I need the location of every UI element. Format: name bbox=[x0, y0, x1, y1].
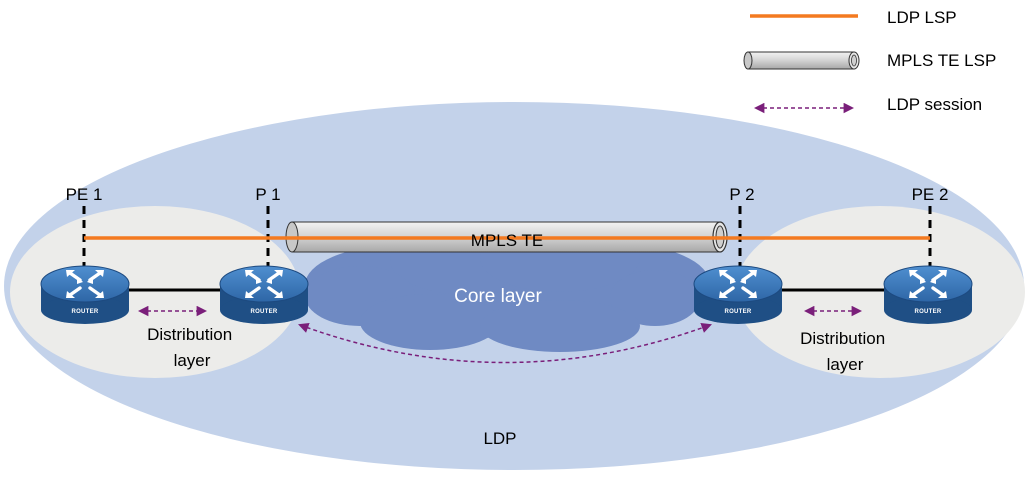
core-layer-label: Core layer bbox=[454, 286, 542, 307]
router-pe2: ROUTER bbox=[882, 264, 974, 326]
right-distribution-line-1: Distribution bbox=[800, 329, 885, 348]
router-p1: ROUTER bbox=[218, 264, 310, 326]
right-distribution-label: Distribution layer bbox=[800, 329, 890, 374]
pe1-label: PE 1 bbox=[66, 185, 103, 204]
left-distribution-line-2: layer bbox=[174, 351, 211, 370]
router-p2: ROUTER bbox=[692, 264, 784, 326]
right-distribution-region bbox=[735, 206, 1025, 378]
router-badge-p2: ROUTER bbox=[724, 309, 751, 315]
ldp-region-label: LDP bbox=[483, 429, 516, 448]
p1-label: P 1 bbox=[255, 185, 280, 204]
pe2-label: PE 2 bbox=[912, 185, 949, 204]
legend: LDP LSP MPLS TE LSP LDP session bbox=[743, 8, 996, 114]
legend-mpls-te-swatch bbox=[743, 51, 860, 70]
router-pe1: ROUTER bbox=[39, 264, 131, 326]
ldp-session-p1-p2 bbox=[298, 322, 712, 364]
p2-label: P 2 bbox=[729, 185, 754, 204]
legend-ldp-session-label: LDP session bbox=[887, 95, 982, 114]
router-badge-p1: ROUTER bbox=[250, 309, 277, 315]
router-badge-pe2: ROUTER bbox=[914, 309, 941, 315]
right-distribution-line-2: layer bbox=[827, 355, 864, 374]
legend-mpls-te-label: MPLS TE LSP bbox=[887, 51, 996, 70]
left-distribution-label: Distribution layer bbox=[147, 325, 237, 370]
legend-ldp-lsp-label: LDP LSP bbox=[887, 8, 957, 27]
left-distribution-line-1: Distribution bbox=[147, 325, 232, 344]
router-badge-pe1: ROUTER bbox=[71, 309, 98, 315]
tunnel-label: MPLS TE bbox=[471, 231, 543, 250]
